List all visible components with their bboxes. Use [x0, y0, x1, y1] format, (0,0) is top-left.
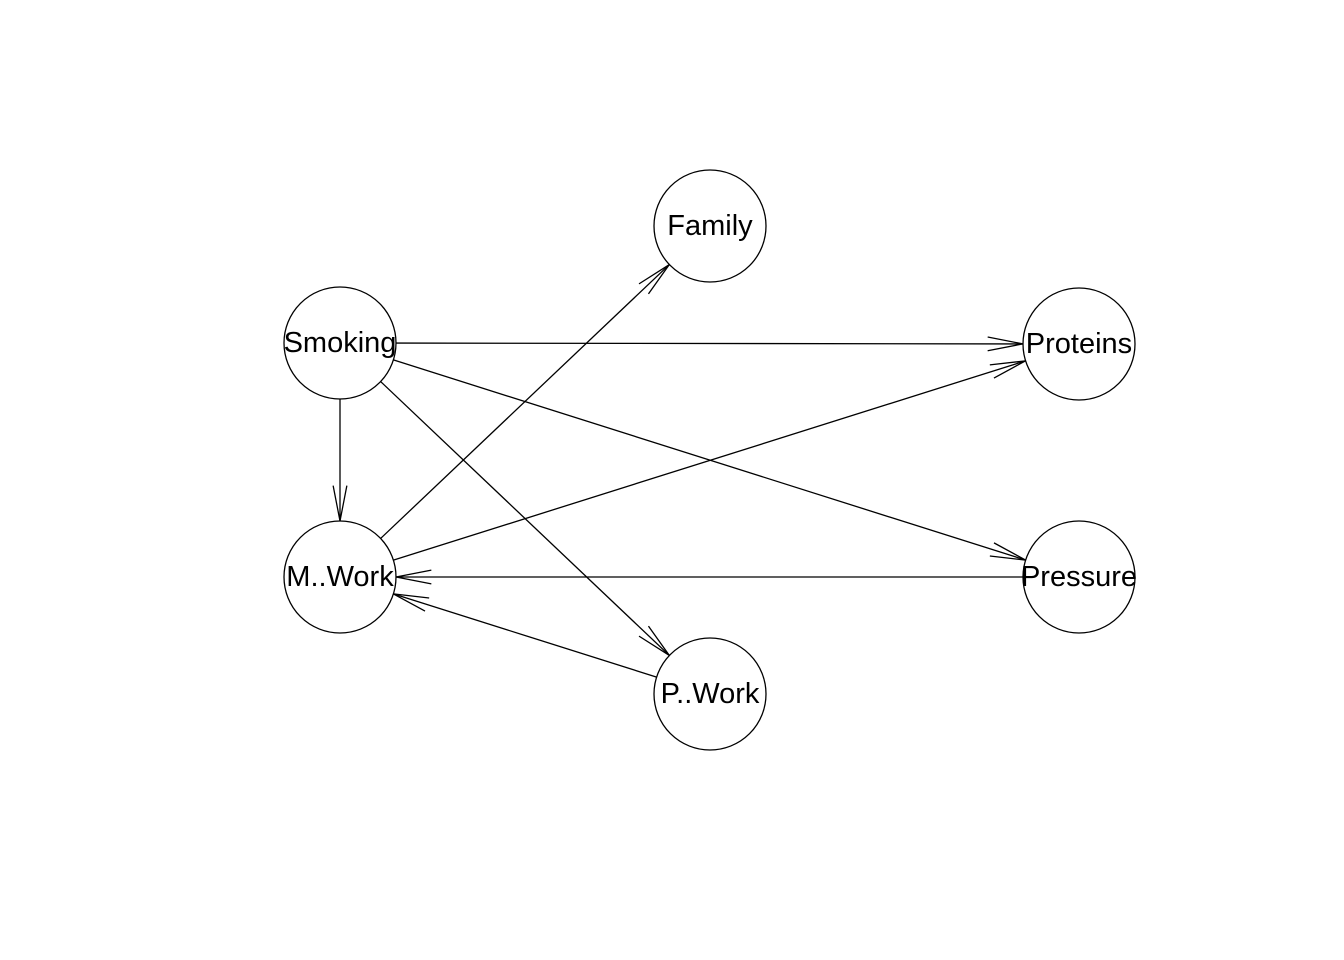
node-circle — [1022, 287, 1136, 401]
node-family: Family — [653, 169, 767, 283]
node-label: Smoking — [284, 327, 397, 359]
node-smoking: Smoking — [283, 286, 397, 400]
node-circle — [283, 520, 397, 634]
node-circle — [653, 169, 767, 283]
node-label: Family — [667, 210, 753, 242]
node-label: Pressure — [1021, 561, 1137, 593]
edge-smoking-to-mwork — [332, 399, 348, 522]
node-circle — [283, 286, 397, 400]
edge-layer — [332, 263, 1026, 678]
node-proteins: Proteins — [1022, 287, 1136, 401]
edge-line — [393, 360, 1026, 561]
node-mwork: M..Work — [283, 520, 397, 634]
node-circle — [653, 637, 767, 751]
node-circle — [1022, 520, 1136, 634]
edge-smoking-to-proteins — [395, 336, 1024, 352]
arrowhead-icon — [393, 593, 430, 612]
edge-pressure-to-mwork — [395, 569, 1023, 585]
node-pwork: P..Work — [653, 637, 767, 751]
edge-line — [380, 264, 670, 539]
arrowhead-icon — [989, 360, 1026, 379]
node-label: M..Work — [286, 561, 394, 593]
arrowhead-icon — [989, 542, 1026, 561]
node-pressure: Pressure — [1021, 520, 1137, 634]
edge-mwork-to-family — [380, 263, 670, 539]
edge-line — [393, 593, 657, 678]
node-label: P..Work — [661, 678, 760, 710]
node-label: Proteins — [1026, 328, 1132, 360]
edge-line — [395, 342, 1024, 345]
